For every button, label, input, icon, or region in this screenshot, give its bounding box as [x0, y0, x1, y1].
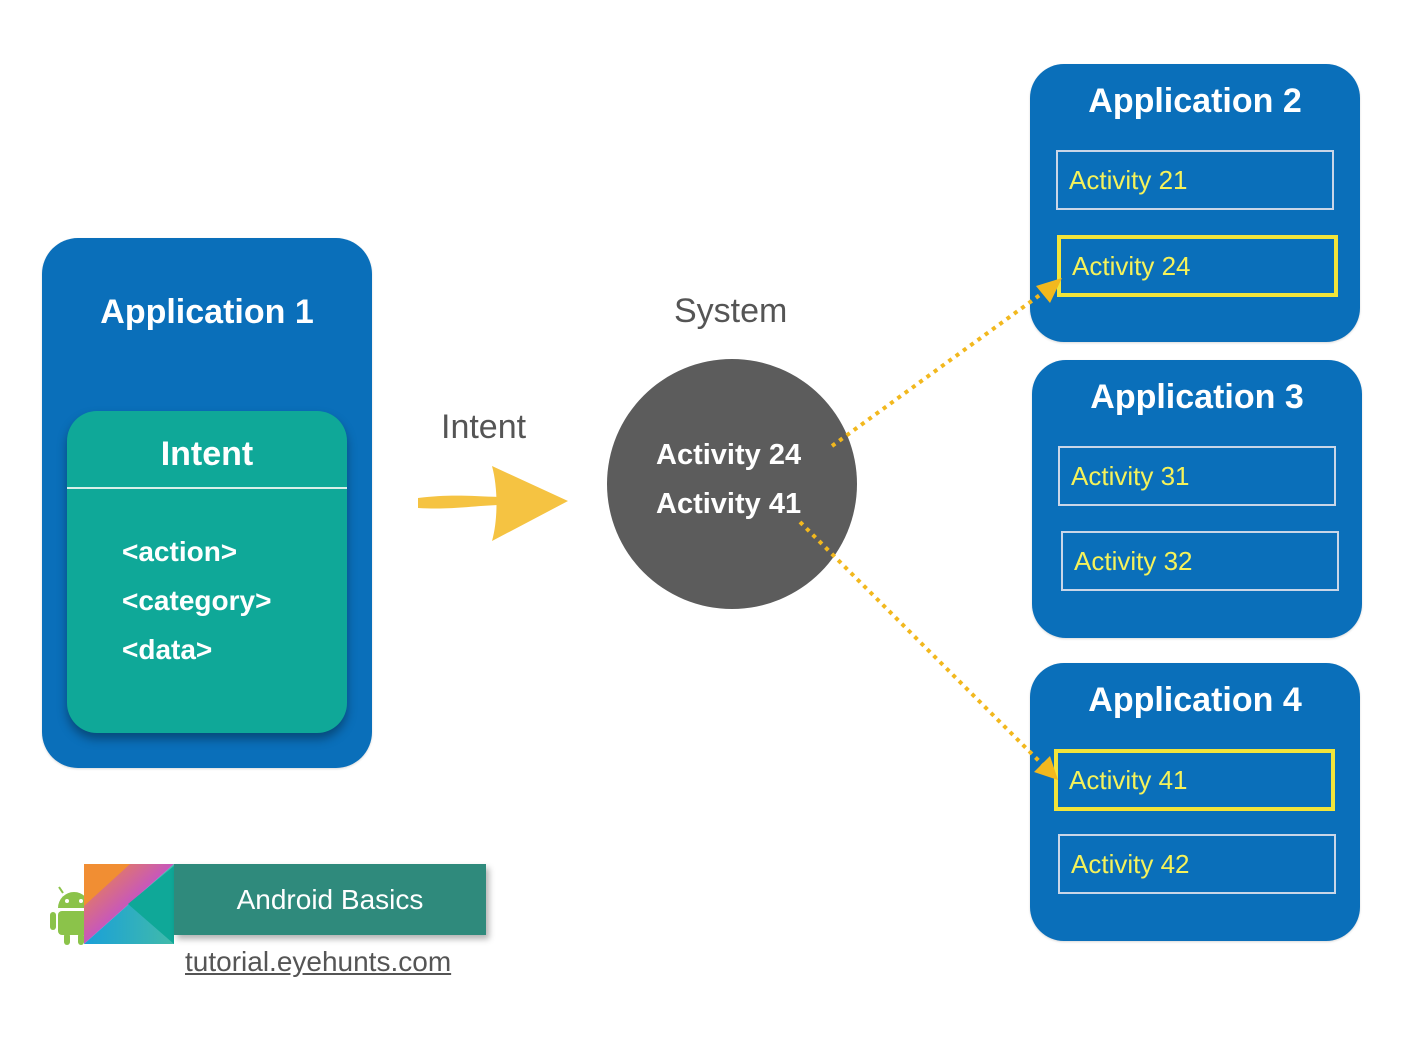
intent-field-category: <category> [122, 585, 272, 616]
dotted-arrow-to-app2 [830, 278, 1062, 448]
app4-activity-41-highlighted: Activity 41 [1054, 749, 1335, 811]
application-2-box: Application 2 Activity 21 Activity 24 [1030, 64, 1360, 342]
kotlin-logo-icon [84, 864, 174, 944]
intent-field-action: <action> [122, 536, 238, 567]
app3-activity-32: Activity 32 [1061, 531, 1339, 591]
intent-field-data: <data> [122, 634, 213, 665]
yellow-arrow-icon [418, 466, 568, 541]
app2-activity-21: Activity 21 [1056, 150, 1334, 210]
system-circle: Activity 24 Activity 41 [607, 359, 857, 609]
intent-card: Intent <action> <category> <data> [67, 411, 347, 733]
app3-activity-31: Activity 31 [1058, 446, 1336, 506]
site-link[interactable]: tutorial.eyehunts.com [185, 946, 452, 977]
intent-card-divider [67, 487, 347, 489]
app4-activity-42: Activity 42 [1058, 834, 1336, 894]
application-4-title: Application 4 [1088, 681, 1302, 719]
application-1-title: Application 1 [100, 293, 314, 331]
application-4-box: Application 4 Activity 41 Activity 42 [1030, 663, 1360, 941]
application-2-title: Application 2 [1088, 82, 1302, 120]
app2-activity-24-highlighted: Activity 24 [1057, 235, 1338, 297]
intent-label: Intent [441, 408, 527, 446]
android-basics-tag: Android Basics [174, 864, 486, 935]
system-activity-41: Activity 41 [656, 488, 802, 520]
system-label: System [674, 292, 788, 330]
application-3-title: Application 3 [1090, 378, 1304, 416]
system-activity-24: Activity 24 [656, 439, 802, 471]
dotted-arrow-to-app4 [798, 520, 1058, 780]
application-1-box: Application 1 Intent <action> <category>… [42, 238, 372, 768]
application-3-box: Application 3 Activity 31 Activity 32 [1032, 360, 1362, 638]
android-robot-icon [50, 886, 90, 945]
intent-card-title: Intent [160, 435, 254, 473]
